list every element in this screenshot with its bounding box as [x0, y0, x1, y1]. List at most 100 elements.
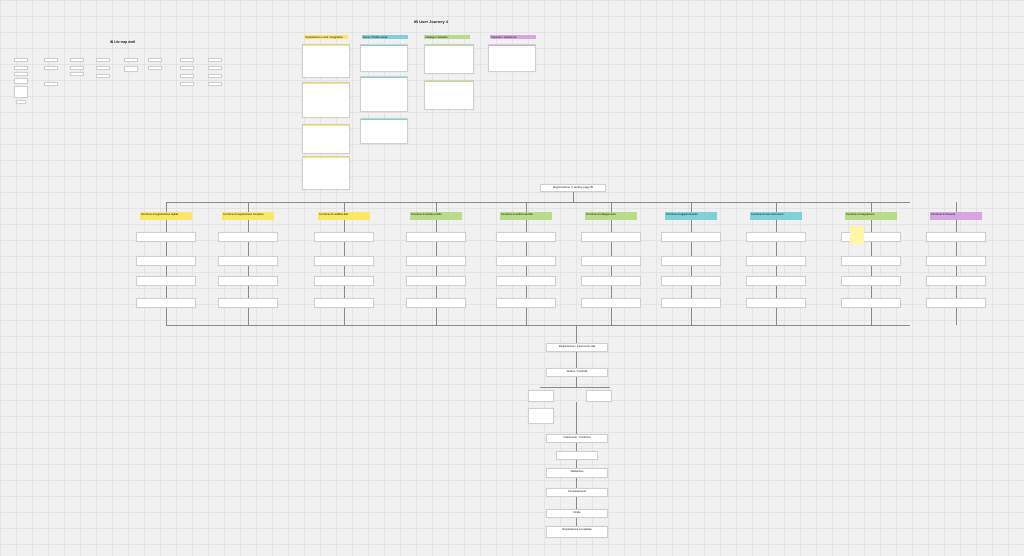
branch-step[interactable] [136, 232, 196, 242]
flow-node[interactable]: Validazione [546, 468, 608, 478]
branch-step[interactable] [406, 256, 466, 266]
flow-node[interactable]: Verifica / Controllo [546, 368, 608, 377]
sitemap-node[interactable] [44, 82, 58, 86]
category-header-home[interactable]: Home / Profilo utente [362, 35, 408, 39]
sitemap-node[interactable] [124, 58, 138, 62]
flow-node[interactable] [528, 408, 554, 424]
content-card[interactable] [424, 44, 474, 74]
sitemap-node[interactable] [96, 74, 110, 78]
branch-header[interactable]: Funzione di aggiornamento [665, 212, 717, 220]
branch-step[interactable] [581, 298, 641, 308]
branch-step[interactable] [314, 298, 374, 308]
branch-step[interactable] [218, 256, 278, 266]
sitemap-node[interactable] [44, 58, 58, 62]
sitemap-node[interactable] [44, 66, 58, 70]
sitemap-node[interactable] [208, 58, 222, 62]
sitemap-node[interactable] [16, 100, 26, 104]
branch-header[interactable]: Funzione di invio documenti [750, 212, 802, 220]
sitemap-node[interactable] [14, 58, 28, 62]
content-card[interactable] [302, 124, 350, 154]
flow-node[interactable]: Registrazione completata [546, 526, 608, 538]
sitemap-node[interactable] [148, 66, 162, 70]
sitemap-node[interactable] [70, 66, 84, 70]
branch-step[interactable] [136, 276, 196, 286]
branch-step[interactable] [926, 256, 986, 266]
content-card[interactable] [488, 44, 536, 72]
content-card[interactable] [360, 76, 408, 112]
branch-step[interactable] [406, 298, 466, 308]
sitemap-node[interactable] [180, 82, 194, 86]
branch-step[interactable] [926, 276, 986, 286]
branch-step[interactable] [581, 276, 641, 286]
branch-header[interactable]: Funzione di verifica identità [500, 212, 552, 220]
sitemap-node[interactable] [180, 58, 194, 62]
branch-step[interactable] [406, 276, 466, 286]
branch-step[interactable] [496, 298, 556, 308]
branch-header[interactable]: Funzione di integrazione [845, 212, 897, 220]
branch-step[interactable] [746, 276, 806, 286]
branch-step[interactable] [746, 298, 806, 308]
content-card[interactable] [360, 44, 408, 72]
content-card[interactable] [360, 118, 408, 144]
sitemap-node[interactable] [124, 66, 138, 72]
sitemap-node[interactable] [148, 58, 162, 62]
branch-step[interactable] [841, 232, 901, 242]
branch-step[interactable] [314, 256, 374, 266]
branch-step[interactable] [496, 232, 556, 242]
branch-step[interactable] [314, 276, 374, 286]
branch-step[interactable] [661, 232, 721, 242]
branch-step[interactable] [136, 298, 196, 308]
content-card[interactable] [302, 82, 350, 118]
branch-step[interactable] [746, 232, 806, 242]
branch-step[interactable] [496, 256, 556, 266]
category-header-catalogo[interactable]: Catalogo / Acquisto [424, 35, 470, 39]
start-node[interactable]: Registrazione / Landing page IB [540, 184, 606, 192]
branch-step[interactable] [218, 298, 278, 308]
branch-header[interactable]: Funzione di modifica dati [318, 212, 370, 220]
category-header-impostazioni[interactable]: Impostazioni e conti / Anagrafica [304, 35, 348, 39]
sitemap-node[interactable] [180, 74, 194, 78]
flow-node[interactable]: Completamento [546, 488, 608, 497]
sitemap-node[interactable] [70, 72, 84, 76]
flow-node[interactable] [528, 390, 554, 402]
sitemap-node[interactable] [96, 66, 110, 70]
branch-step[interactable] [926, 232, 986, 242]
branch-step[interactable] [841, 256, 901, 266]
sitemap-node[interactable] [70, 58, 84, 62]
sitemap-node[interactable] [208, 74, 222, 78]
sitemap-node[interactable] [14, 72, 28, 76]
sitemap-node[interactable] [208, 82, 222, 86]
sticky-note[interactable] [850, 226, 864, 244]
flow-node[interactable]: Inserimento / Conferma [546, 434, 608, 443]
content-card[interactable] [302, 156, 350, 190]
branch-step[interactable] [746, 256, 806, 266]
branch-step[interactable] [926, 298, 986, 308]
branch-header[interactable]: Funzione di cambio profilo [410, 212, 462, 220]
sitemap-node[interactable] [96, 58, 110, 62]
branch-step[interactable] [136, 256, 196, 266]
sitemap-node[interactable] [14, 86, 28, 98]
branch-step[interactable] [841, 298, 901, 308]
sitemap-node[interactable] [14, 66, 28, 70]
flow-node[interactable] [556, 451, 598, 460]
branch-header[interactable]: Funzione di registrazione completa [222, 212, 274, 220]
branch-step[interactable] [314, 232, 374, 242]
content-card[interactable] [302, 44, 350, 78]
branch-step[interactable] [218, 232, 278, 242]
branch-step[interactable] [581, 232, 641, 242]
branch-step[interactable] [406, 232, 466, 242]
flow-node[interactable] [586, 390, 612, 402]
branch-step[interactable] [581, 256, 641, 266]
branch-step[interactable] [496, 276, 556, 286]
branch-header[interactable]: Funzione di collegamento [585, 212, 637, 220]
sitemap-node[interactable] [180, 66, 194, 70]
flow-node[interactable]: Finale [546, 509, 608, 518]
branch-step[interactable] [218, 276, 278, 286]
category-header-supporto[interactable]: Supporto / Assistenza [490, 35, 536, 39]
branch-step[interactable] [661, 276, 721, 286]
branch-header[interactable]: Funzione di registrazione rapida [140, 212, 192, 220]
content-card[interactable] [424, 80, 474, 110]
sitemap-node[interactable] [14, 78, 28, 84]
branch-step[interactable] [661, 256, 721, 266]
branch-header[interactable]: Funzione di chiusura [930, 212, 982, 220]
